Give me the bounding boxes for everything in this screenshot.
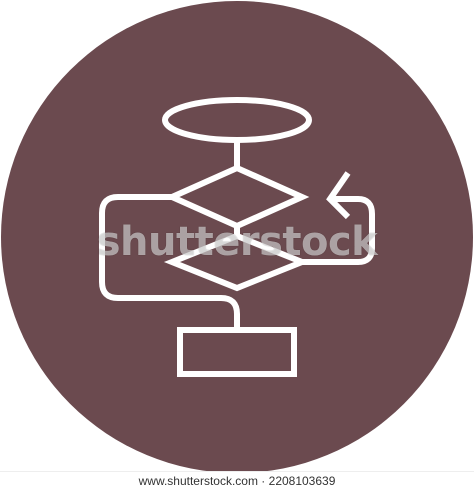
process-box — [177, 327, 297, 377]
decision-diamond-upper — [164, 164, 310, 230]
flowchart-icon — [1, 1, 473, 473]
arrow-head-icon — [326, 171, 351, 220]
connector-left-loop — [99, 194, 240, 330]
image-credit-footer: www.shutterstock.com · 2208103639 — [0, 471, 474, 489]
connector-right-loop — [302, 196, 375, 265]
flowchart-badge — [1, 1, 473, 473]
